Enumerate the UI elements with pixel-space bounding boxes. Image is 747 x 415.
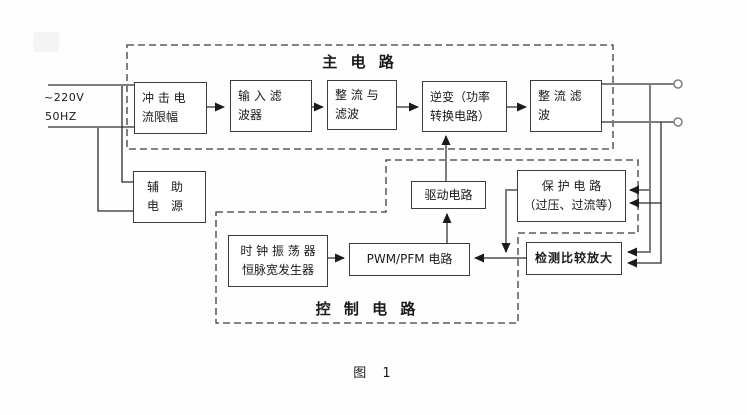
control-circuit-title: 控 制 电 路 [315,300,420,318]
block-pwm-pfm-circuit: PWM/PFM 电路 [349,243,470,276]
block-label-line: 波 [538,108,551,122]
figure-caption: 图 1 [353,366,397,381]
block-label-line: （过压、过流等） [523,198,620,212]
control-circuit-dashed-box [215,159,639,324]
block-inrush-current-limiter: 冲 击 电 流限幅 [134,82,207,134]
sense-line-1-to-detector [627,84,651,257]
block-label-line: 辅 助 [147,180,184,194]
block-protection-circuit: 保 护 电 路 （过压、过流等） [517,170,626,222]
block-inverter-power-converter: 逆变（功率 转换电路） [422,81,507,132]
block-label-line: 电 源 [147,199,184,213]
block-auxiliary-power: 辅 助 电 源 [133,171,206,223]
ac-voltage-label: ~220V [44,91,85,104]
block-label-line: 冲 击 电 [142,91,186,105]
block-input-filter: 输 入 滤 波器 [230,80,312,132]
block-label-line: PWM/PFM 电路 [366,252,453,266]
output-terminal-bottom [673,117,683,127]
block-label-line: 流限幅 [142,110,179,124]
output-terminal-top [673,79,683,89]
block-label-line: 时 钟 振 荡 器 [240,244,316,258]
block-label-line: 逆变（功率 [430,89,491,104]
block-label-line: 驱动电路 [424,187,473,202]
aux-branch-bottom [97,128,133,212]
block-label-line: 转换电路） [430,108,491,123]
block-label-line: 输 入 滤 [238,89,282,103]
block-label-line: 整 流 滤 [538,89,582,103]
block-rectifier-and-filter: 整 流 与 滤波 [327,80,397,130]
main-circuit-title: 主 电 路 [322,53,398,71]
block-label-line: 恒脉宽发生器 [241,263,314,277]
block-drive-circuit: 驱动电路 [411,181,486,209]
block-label-line: 波器 [238,108,263,122]
aux-branch-top [121,86,133,183]
ac-frequency-label: 50HZ [45,110,77,123]
watermark-smudge [33,32,59,52]
arrow-protection-to-pwm-line [501,189,517,253]
block-label-line: 保 护 电 路 [541,179,602,193]
block-clock-oscillator: 时 钟 振 荡 器 恒脉宽发生器 [228,235,328,287]
block-output-rectifier-filter: 整 流 滤 波 [530,80,602,132]
block-label-line: 整 流 与 [335,88,379,102]
block-detect-compare-amplify: 检测比较放大 [526,242,622,275]
block-label-line: 检测比较放大 [534,251,613,265]
sense-line-2-to-detector [627,122,662,268]
block-label-line: 滤波 [335,107,360,121]
main-circuit-dashed-box [126,44,614,150]
